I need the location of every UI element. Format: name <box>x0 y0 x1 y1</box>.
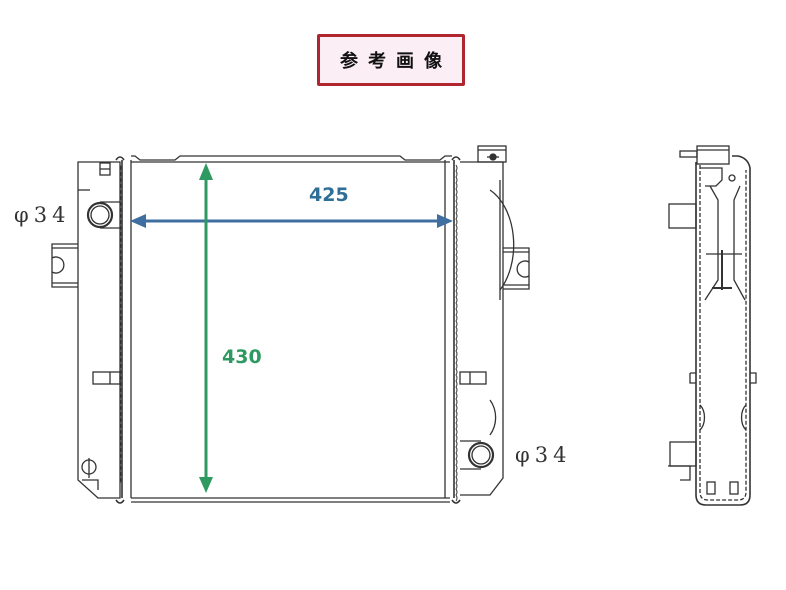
height-dimension-label: 430 <box>222 346 262 368</box>
radiator-side-view <box>668 145 757 506</box>
right-mounting-bracket-icon <box>503 247 530 290</box>
reference-image-badge: 参考画像 <box>317 34 465 86</box>
upper-left-pipe-icon <box>86 201 120 229</box>
height-dimension-arrow <box>199 163 213 493</box>
upper-left-pipe-diameter-label: φ34 <box>14 203 71 227</box>
lower-right-pipe-diameter-label: φ34 <box>515 443 572 467</box>
drain-plug-icon <box>81 458 99 490</box>
badge-label: 参考画像 <box>340 51 452 72</box>
radiator-front-view <box>51 145 530 504</box>
left-mounting-bracket-icon <box>51 243 78 288</box>
width-dimension-label: 425 <box>309 184 349 206</box>
filler-cap-icon <box>477 145 507 163</box>
width-dimension-arrow <box>130 214 453 228</box>
lower-right-pipe-icon <box>460 440 495 470</box>
